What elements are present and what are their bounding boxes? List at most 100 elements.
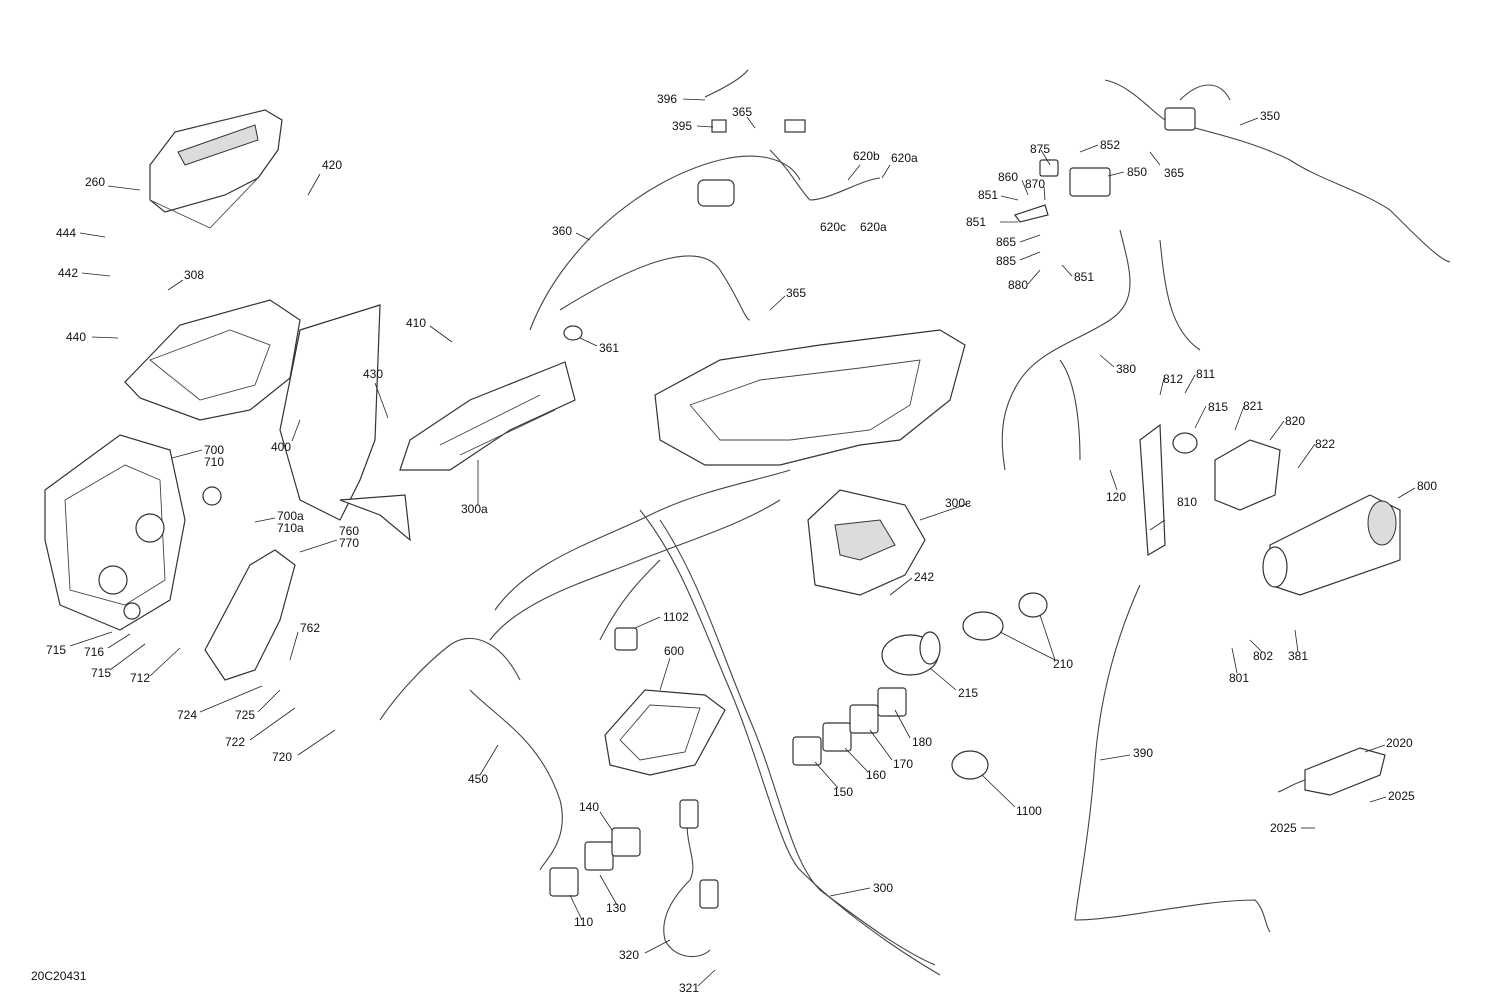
display-600-sketch	[604, 689, 726, 776]
callout-600: 600	[664, 644, 684, 658]
callout-450: 450	[468, 772, 488, 786]
sensor-396-sketch	[704, 69, 881, 201]
harness-380-sketch	[1001, 229, 1201, 471]
callout-880: 880	[1008, 278, 1028, 292]
callout-300c: 300c	[945, 496, 971, 510]
callout-400: 400	[271, 440, 291, 454]
callout-620a: 620a	[891, 151, 918, 165]
dash-frame-sketch	[654, 329, 966, 466]
winch-mount-sketch	[1139, 423, 1281, 557]
harness-320-sketch	[663, 799, 719, 958]
callout-321: 321	[679, 981, 699, 995]
callout-620c: 620c	[820, 220, 846, 234]
callout-712: 712	[130, 671, 150, 685]
callout-300: 300	[873, 881, 893, 895]
callout-762: 762	[300, 621, 320, 635]
callout-724: 724	[177, 708, 197, 722]
callout-820: 820	[1285, 414, 1305, 428]
bracket-760-sketch	[204, 549, 296, 681]
callout-812: 812	[1163, 372, 1183, 386]
callout-810: 810	[1177, 495, 1197, 509]
relays-lower-sketch	[549, 827, 641, 897]
callout-620a-2: 620a	[860, 220, 887, 234]
callout-801: 801	[1229, 671, 1249, 685]
remote-2020-sketch	[1277, 747, 1386, 796]
callout-360: 360	[552, 224, 572, 238]
callout-308: 308	[184, 268, 204, 282]
fuse-holder-300a-sketch	[399, 361, 576, 471]
callout-875: 875	[1030, 142, 1050, 156]
switches-sketch	[614, 592, 1048, 780]
callout-852: 852	[1100, 138, 1120, 152]
callout-760: 760	[339, 524, 359, 538]
callout-210: 210	[1053, 657, 1073, 671]
callout-440: 440	[66, 330, 86, 344]
callout-725: 725	[235, 708, 255, 722]
callout-811: 811	[1196, 367, 1215, 381]
callout-865: 865	[996, 235, 1016, 249]
callout-851-a: 851	[978, 188, 998, 202]
harness-350-sketch	[1104, 79, 1451, 263]
callout-1100: 1100	[1016, 804, 1042, 818]
callout-442: 442	[58, 266, 78, 280]
callout-2020: 2020	[1386, 736, 1413, 750]
callout-180: 180	[912, 735, 932, 749]
relays-850-sketch	[1014, 159, 1111, 223]
callout-170: 170	[893, 757, 913, 771]
harness-360-sketch	[529, 155, 801, 341]
callout-851-c: 851	[1074, 270, 1094, 284]
callout-365-right: 365	[1164, 166, 1184, 180]
callout-770: 770	[339, 536, 359, 550]
cable-390-sketch	[1074, 584, 1271, 933]
callout-350: 350	[1260, 109, 1280, 123]
callout-715-b: 715	[91, 666, 111, 680]
callout-700a: 700a	[277, 509, 304, 523]
callout-722: 722	[225, 735, 245, 749]
callout-716: 716	[84, 645, 104, 659]
callout-365-mid: 365	[786, 286, 806, 300]
winch-800-sketch	[1262, 494, 1401, 596]
callout-215: 215	[958, 686, 978, 700]
callout-120: 120	[1106, 490, 1126, 504]
callout-700: 700	[204, 443, 224, 457]
headlight-700-sketch	[44, 434, 222, 631]
callout-242: 242	[914, 570, 934, 584]
relays-sketch	[792, 687, 907, 766]
callout-320: 320	[619, 948, 639, 962]
callout-260: 260	[85, 175, 105, 189]
callout-815: 815	[1208, 400, 1228, 414]
callout-390: 390	[1133, 746, 1153, 760]
callout-430: 430	[363, 367, 383, 381]
callout-365: 365	[732, 105, 752, 119]
callout-300a: 300a	[461, 502, 488, 516]
figure-code: 20C20431	[31, 969, 87, 983]
callout-800: 800	[1417, 479, 1437, 493]
callout-720: 720	[272, 750, 292, 764]
harness-300-sketch	[379, 469, 941, 976]
callout-885: 885	[996, 254, 1016, 268]
callout-620b: 620b	[853, 149, 880, 163]
module-300c-sketch	[807, 489, 926, 596]
callout-396: 396	[657, 92, 677, 106]
callout-710: 710	[204, 455, 224, 469]
cover-260-sketch	[149, 109, 283, 229]
callout-395: 395	[672, 119, 692, 133]
callout-2025-a: 2025	[1388, 789, 1415, 803]
callout-410: 410	[406, 316, 426, 330]
callout-1102: 1102	[663, 610, 689, 624]
callout-150: 150	[833, 785, 853, 799]
bracket-440-sketch	[124, 299, 411, 542]
callout-860: 860	[998, 170, 1018, 184]
callout-444: 444	[56, 226, 76, 240]
callout-160: 160	[866, 768, 886, 782]
callout-870: 870	[1025, 177, 1045, 191]
callout-381: 381	[1288, 649, 1308, 663]
callout-130: 130	[606, 901, 626, 915]
callout-361: 361	[599, 341, 619, 355]
callout-802: 802	[1253, 649, 1273, 663]
leader-lines	[69, 98, 1416, 987]
callout-822: 822	[1315, 437, 1335, 451]
callout-labels: 396 395 365 620b 620a 620c 620a 260 420 …	[46, 92, 1437, 995]
callout-380: 380	[1116, 362, 1136, 376]
